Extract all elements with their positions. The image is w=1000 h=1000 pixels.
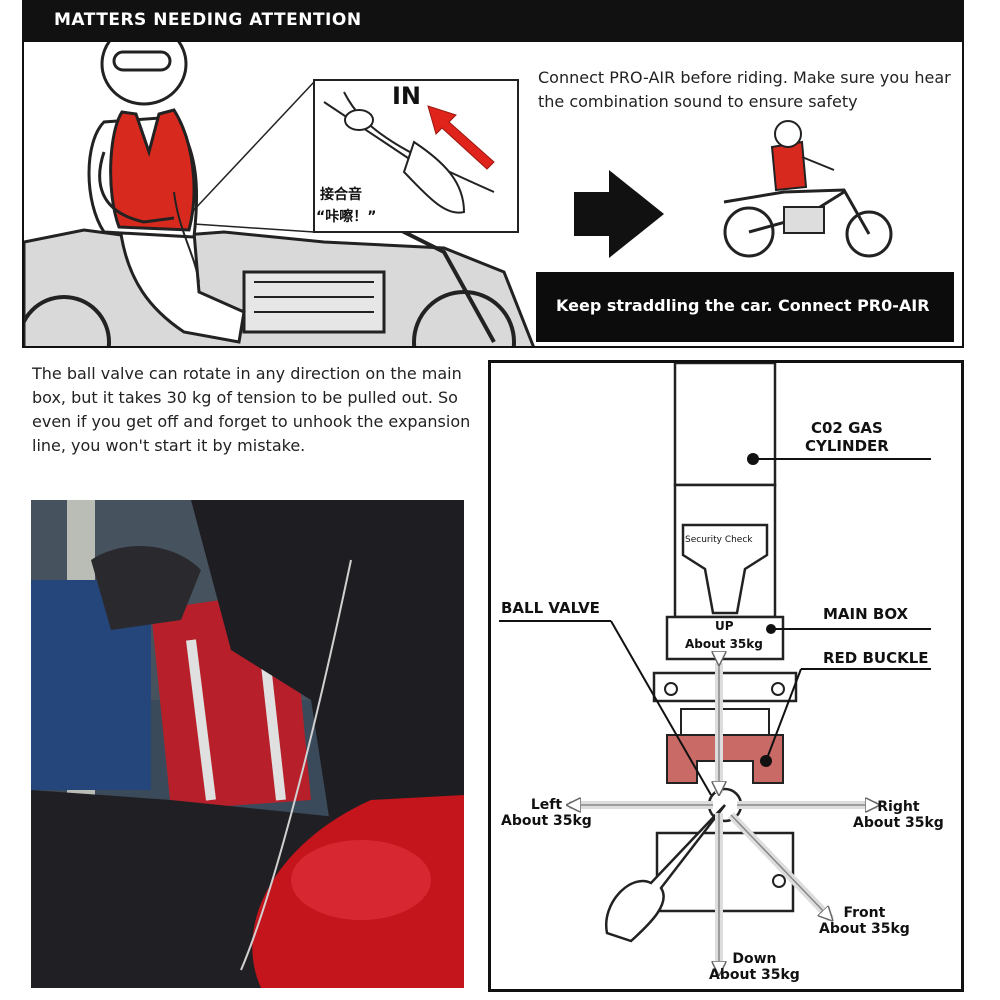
top-illustration-panel: IN 接合音 “咔嚓！” [22, 42, 964, 348]
riding-instruction: Connect PRO-AIR before riding. Make sure… [538, 68, 951, 111]
ball-valve-label: BALL VALVE [501, 599, 600, 617]
main-box-label: MAIN BOX [823, 605, 909, 623]
right-force-label: Right About 35kg [853, 799, 944, 831]
inset-chinese-label-2: “咔嚓！” [316, 209, 377, 225]
up-label: UP [715, 619, 734, 633]
rider-illustration [24, 42, 893, 346]
up-force-label: About 35kg [685, 637, 763, 651]
red-buckle-label: RED BUCKLE [823, 649, 929, 667]
co2-cylinder-label: C02 GAS CYLINDER [805, 419, 889, 455]
diagram-drawing [499, 363, 931, 989]
straddle-instruction-text: Keep straddling the car. Connect PR0-AIR [556, 296, 930, 315]
inset-in-label: IN [392, 82, 422, 110]
ball-valve-diagram: C02 GAS CYLINDER Security Check BALL VAL… [488, 360, 964, 992]
left-force-label: Left About 35kg [501, 797, 592, 829]
ball-valve-description: The ball valve can rotate in any directi… [32, 364, 471, 455]
photo-illustration [31, 500, 464, 988]
security-check-label: Security Check [685, 535, 753, 545]
header-title: MATTERS NEEDING ATTENTION [54, 10, 362, 30]
straddle-instruction-box: Keep straddling the car. Connect PR0-AIR [536, 272, 954, 342]
front-force-label: Front About 35kg [819, 905, 910, 937]
header-bar: MATTERS NEEDING ATTENTION [22, 0, 964, 42]
inset-chinese-label-1: 接合音 [320, 187, 362, 203]
product-photo [31, 500, 464, 988]
down-force-label: Down About 35kg [709, 951, 800, 983]
